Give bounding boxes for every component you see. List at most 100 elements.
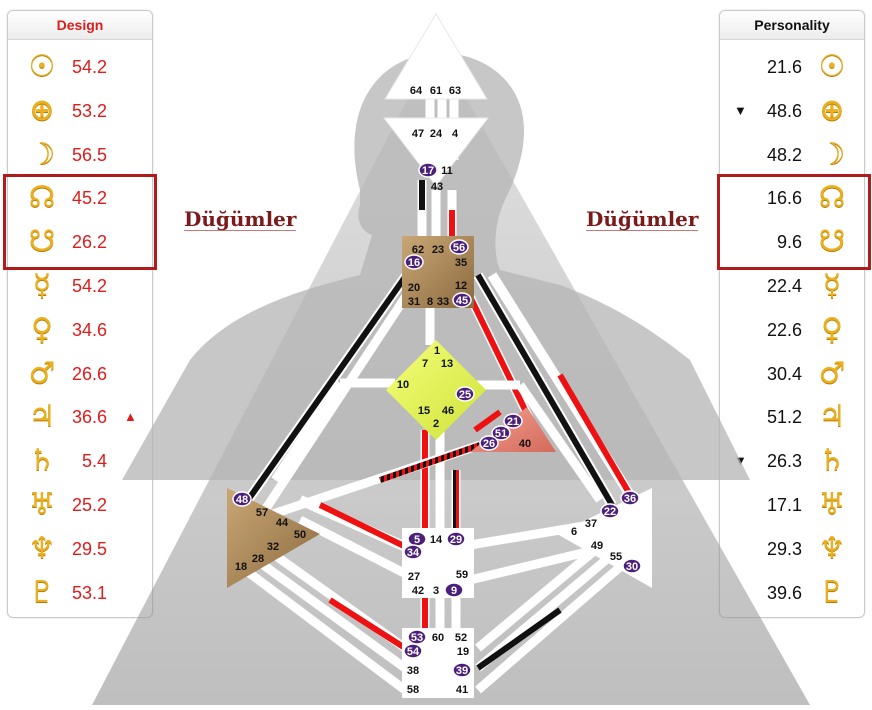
- personality-row-south-node: ☋9.6: [720, 222, 864, 262]
- ajna-center: [382, 117, 490, 187]
- activation-circle: [452, 292, 472, 308]
- gate-27: 27: [408, 571, 420, 583]
- gate-number: 22: [604, 506, 616, 518]
- gate-number: 42: [412, 585, 424, 597]
- gate-34: 34: [403, 544, 423, 560]
- pluto-icon: ♇: [28, 574, 56, 610]
- up-arrow-icon: ▲: [124, 409, 137, 425]
- design-row-moon: ☽56.5: [8, 135, 152, 175]
- gate-number: 47: [412, 128, 424, 140]
- personality-title: Personality: [720, 11, 864, 40]
- uranus-icon: ♅: [28, 487, 56, 522]
- design-nodes-highlight: [3, 174, 157, 270]
- gate-line-value: 53.1: [72, 582, 108, 603]
- gate-40: 40: [519, 438, 531, 450]
- south-node-icon: ☋: [818, 224, 846, 260]
- gate-12: 12: [455, 280, 467, 292]
- gate-number: 48: [236, 494, 248, 506]
- gate-number: 37: [585, 518, 597, 530]
- nodes-label-right: Düğümler: [586, 207, 699, 231]
- gate-51: 51: [491, 425, 511, 441]
- gate-number: 32: [267, 541, 279, 553]
- gate-number: 41: [456, 684, 468, 696]
- gate-54: 54: [403, 643, 423, 659]
- activation-circle: [455, 386, 475, 402]
- design-row-venus: ♀34.6: [8, 310, 152, 350]
- gate-number: 57: [256, 507, 268, 519]
- head-center: [384, 13, 488, 100]
- gate-number: 8: [427, 296, 433, 308]
- gate-42: 42: [412, 585, 424, 597]
- gate-number: 24: [430, 128, 443, 140]
- gate-48: 48: [232, 491, 252, 507]
- activation-circle: [444, 582, 464, 598]
- sun-icon: ☉: [28, 49, 56, 84]
- activation-circle: [232, 491, 252, 507]
- mercury-icon: ☿: [32, 268, 52, 303]
- activation-circle: [403, 643, 423, 659]
- design-row-pluto: ♇ 53.1: [8, 573, 152, 613]
- gate-26: 26: [479, 435, 499, 451]
- gate-number: 11: [441, 165, 453, 177]
- gate-line-value: 45.2: [72, 188, 108, 209]
- design-row-mars: ♂26.6: [8, 354, 152, 394]
- activation-circle: [622, 558, 642, 574]
- personality-row-venus: ♀22.6: [720, 310, 864, 350]
- gate-43: 43: [431, 181, 443, 193]
- spleen-center: [227, 488, 320, 588]
- activation-circle: [503, 413, 523, 429]
- north-node-icon: ☊: [818, 180, 846, 216]
- gate-20: 20: [408, 282, 420, 294]
- gate-number: 59: [456, 569, 468, 581]
- gate-number: 61: [430, 85, 442, 97]
- gate-line-value: 51.2: [766, 407, 802, 428]
- neptune-icon: ♆: [818, 530, 846, 566]
- personality-row-jupiter: ♃51.2: [720, 397, 864, 437]
- gate-8: 8: [427, 296, 433, 308]
- design-row-uranus: ♅25.2: [8, 485, 152, 525]
- gate-number: 21: [507, 416, 519, 428]
- personality-panel: Personality ☉21.6⊕48.6▼☽48.2☊16.6☋9.6☿22…: [719, 10, 865, 618]
- activation-circle: [452, 662, 472, 678]
- design-row-earth: ⊕53.2: [8, 91, 152, 131]
- gate-line-value: 29.3: [766, 538, 802, 559]
- gate-30: 30: [622, 558, 642, 574]
- gate-18: 18: [235, 561, 247, 573]
- gate-number: 51: [495, 428, 507, 440]
- gate-1: 1: [434, 345, 440, 357]
- gate-number: 50: [294, 529, 306, 541]
- gate-59: 59: [456, 569, 468, 581]
- gate-11: 11: [441, 165, 453, 177]
- gate-53: 53: [407, 629, 427, 645]
- design-title: Design: [8, 11, 152, 40]
- mars-icon: ♂: [818, 355, 846, 391]
- gate-23: 23: [432, 244, 444, 256]
- gate-line-value: 22.6: [766, 319, 802, 340]
- gate-number: 16: [408, 257, 420, 269]
- gate-41: 41: [456, 684, 468, 696]
- gate-number: 2: [433, 418, 439, 430]
- gate-number: 28: [252, 553, 264, 565]
- personality-row-mercury: ☿22.4: [720, 266, 864, 306]
- gate-number: 63: [449, 85, 461, 97]
- gate-22: 22: [600, 503, 620, 519]
- activation-circle: [600, 503, 620, 519]
- gate-37: 37: [585, 518, 597, 530]
- design-panel: Design ☉54.2⊕53.2☽56.5☊45.2☋26.2☿54.2♀34…: [7, 10, 153, 618]
- gate-56: 56: [449, 239, 469, 255]
- gate-52: 52: [455, 632, 467, 644]
- personality-row-sun: ☉21.6: [720, 47, 864, 87]
- design-row-sun: ☉54.2: [8, 47, 152, 87]
- gate-10: 10: [397, 379, 409, 391]
- gate-number: 49: [591, 540, 603, 552]
- gate-number: 9: [451, 585, 457, 597]
- gate-64: 64: [410, 85, 423, 97]
- gate-line-value: 17.1: [766, 495, 802, 515]
- personality-row-saturn: ♄26.3▼: [720, 441, 864, 481]
- gate-38: 38: [407, 665, 419, 677]
- gate-21: 21: [503, 413, 523, 429]
- sun-icon: ☉: [818, 49, 846, 84]
- activation-circle: [404, 254, 424, 270]
- gate-number: 30: [626, 561, 638, 573]
